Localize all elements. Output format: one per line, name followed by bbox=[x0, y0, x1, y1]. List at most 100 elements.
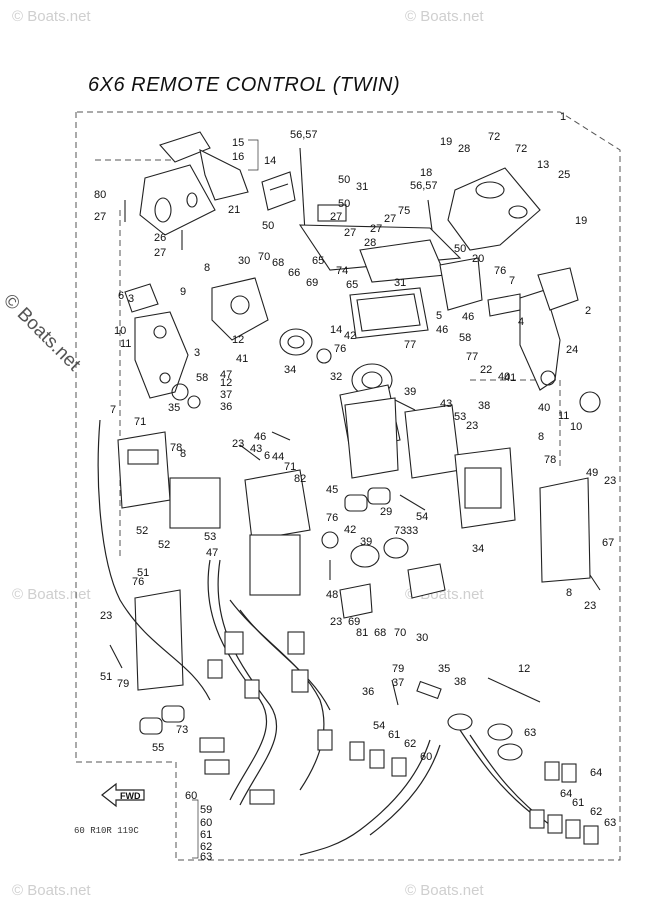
callout-number: 46 bbox=[436, 324, 448, 336]
callout-number: 65 bbox=[346, 279, 358, 291]
watermark: © Boats.net bbox=[405, 882, 484, 899]
gear-assembly-lower bbox=[321, 531, 446, 619]
callout-number: 61 bbox=[200, 829, 212, 841]
callout-number: 40 bbox=[498, 371, 510, 383]
key-fob bbox=[344, 494, 368, 512]
callout-number: 73 bbox=[394, 525, 406, 537]
callout-number: 23 bbox=[232, 438, 244, 450]
callout-number: 49 bbox=[586, 467, 598, 479]
diagram-title: 6X6 REMOTE CONTROL (TWIN) bbox=[88, 74, 401, 96]
callout-number: 59 bbox=[200, 804, 212, 816]
callout-number: 51 bbox=[100, 671, 112, 683]
callout-number: 10 bbox=[114, 325, 126, 337]
callout-number: 27 bbox=[154, 247, 166, 259]
callout-number: 3 bbox=[194, 347, 200, 359]
callout-number: 61 bbox=[388, 729, 400, 741]
callout-number: 69 bbox=[348, 616, 360, 628]
callout-number: 64 bbox=[560, 788, 572, 800]
lever-housing bbox=[447, 167, 541, 251]
gasket bbox=[349, 287, 429, 339]
callout-number: 39 bbox=[404, 386, 416, 398]
callout-number: 66 bbox=[288, 267, 300, 279]
cable-tie bbox=[487, 677, 541, 703]
callout-number: 63 bbox=[604, 817, 616, 829]
callout-number: 19 bbox=[440, 136, 452, 148]
mount-plate-left bbox=[134, 589, 184, 691]
control-arm-right bbox=[519, 267, 579, 391]
watermark: © Boats.net bbox=[12, 8, 91, 25]
fwd-label: FWD bbox=[120, 791, 141, 801]
callout-number: 15 bbox=[232, 137, 244, 149]
callout-number: 50 bbox=[262, 220, 274, 232]
callout-number: 37 bbox=[220, 389, 232, 401]
callout-number: 9 bbox=[180, 286, 186, 298]
callout-number: 29 bbox=[380, 506, 392, 518]
fwd-arrow-icon: FWD bbox=[101, 782, 145, 808]
callout-number: 26 bbox=[154, 232, 166, 244]
callout-number: 79 bbox=[117, 678, 129, 690]
clip bbox=[487, 293, 521, 317]
callout-number: 76 bbox=[334, 343, 346, 355]
callout-number: 64 bbox=[0, 0, 12, 3]
key-fob bbox=[161, 705, 185, 723]
callout-number: 12 bbox=[232, 334, 244, 346]
gasket-inner bbox=[356, 293, 421, 332]
callout-number: 63 bbox=[524, 727, 536, 739]
knob bbox=[579, 391, 601, 413]
callout-number: 78 bbox=[544, 454, 556, 466]
callout-number: 23 bbox=[584, 600, 596, 612]
callout-number: 62 bbox=[200, 841, 212, 853]
mount-bracket bbox=[261, 171, 296, 211]
callout-number: 7 bbox=[110, 404, 116, 416]
callout-number: 23 bbox=[330, 616, 342, 628]
callout-number: 14 bbox=[330, 324, 342, 336]
callout-number: 68 bbox=[374, 627, 386, 639]
callout-number: 44 bbox=[272, 451, 284, 463]
wire-harness bbox=[97, 419, 551, 856]
callout-number: 33 bbox=[406, 525, 418, 537]
callout-number: 76 bbox=[494, 265, 506, 277]
callout-number: 56,57 bbox=[290, 129, 318, 141]
key-fob bbox=[139, 717, 163, 735]
diagram-code: 60 R10R 119C bbox=[74, 826, 139, 836]
callout-number: 5 bbox=[436, 310, 442, 322]
callout-number: 65 bbox=[312, 255, 324, 267]
callout-number: 77 bbox=[404, 339, 416, 351]
callout-number: 35 bbox=[168, 402, 180, 414]
callout-number: 13 bbox=[537, 159, 549, 171]
callout-number: 34 bbox=[284, 364, 296, 376]
callout-number: 25 bbox=[558, 169, 570, 181]
mechanism-plate bbox=[298, 204, 462, 283]
control-unit-right bbox=[404, 404, 516, 529]
callout-number: 60 bbox=[185, 790, 197, 802]
callout-number: 6 bbox=[264, 450, 270, 462]
bracket-cover bbox=[139, 131, 249, 236]
callout-number: 47 bbox=[206, 547, 218, 559]
callout-number: 16 bbox=[232, 151, 244, 163]
callout-number: 34 bbox=[472, 543, 484, 555]
callout-number: 62 bbox=[404, 738, 416, 750]
side-cover bbox=[439, 257, 483, 311]
washer bbox=[187, 395, 201, 409]
callout-number: 61 bbox=[572, 797, 584, 809]
callout-number: 28 bbox=[458, 143, 470, 155]
callout-number: 30 bbox=[416, 632, 428, 644]
callout-number: 69 bbox=[306, 277, 318, 289]
callout-number: 27 bbox=[370, 223, 382, 235]
callout-number: 31 bbox=[394, 277, 406, 289]
callout-number: 76 bbox=[326, 512, 338, 524]
callout-number: 8 bbox=[566, 587, 572, 599]
callout-number: 8 bbox=[204, 262, 210, 274]
callout-bracket bbox=[248, 139, 259, 171]
callout-number: 3 bbox=[128, 293, 134, 305]
watermark: © Boats.net bbox=[12, 586, 91, 603]
callout-number: 50 bbox=[338, 198, 350, 210]
callout-number: 56,57 bbox=[410, 180, 438, 192]
callout-number: 18 bbox=[420, 167, 432, 179]
callout-number: 23 bbox=[100, 610, 112, 622]
callout-number: 75 bbox=[398, 205, 410, 217]
callout-number: 32 bbox=[330, 371, 342, 383]
callout-number: 27 bbox=[384, 213, 396, 225]
